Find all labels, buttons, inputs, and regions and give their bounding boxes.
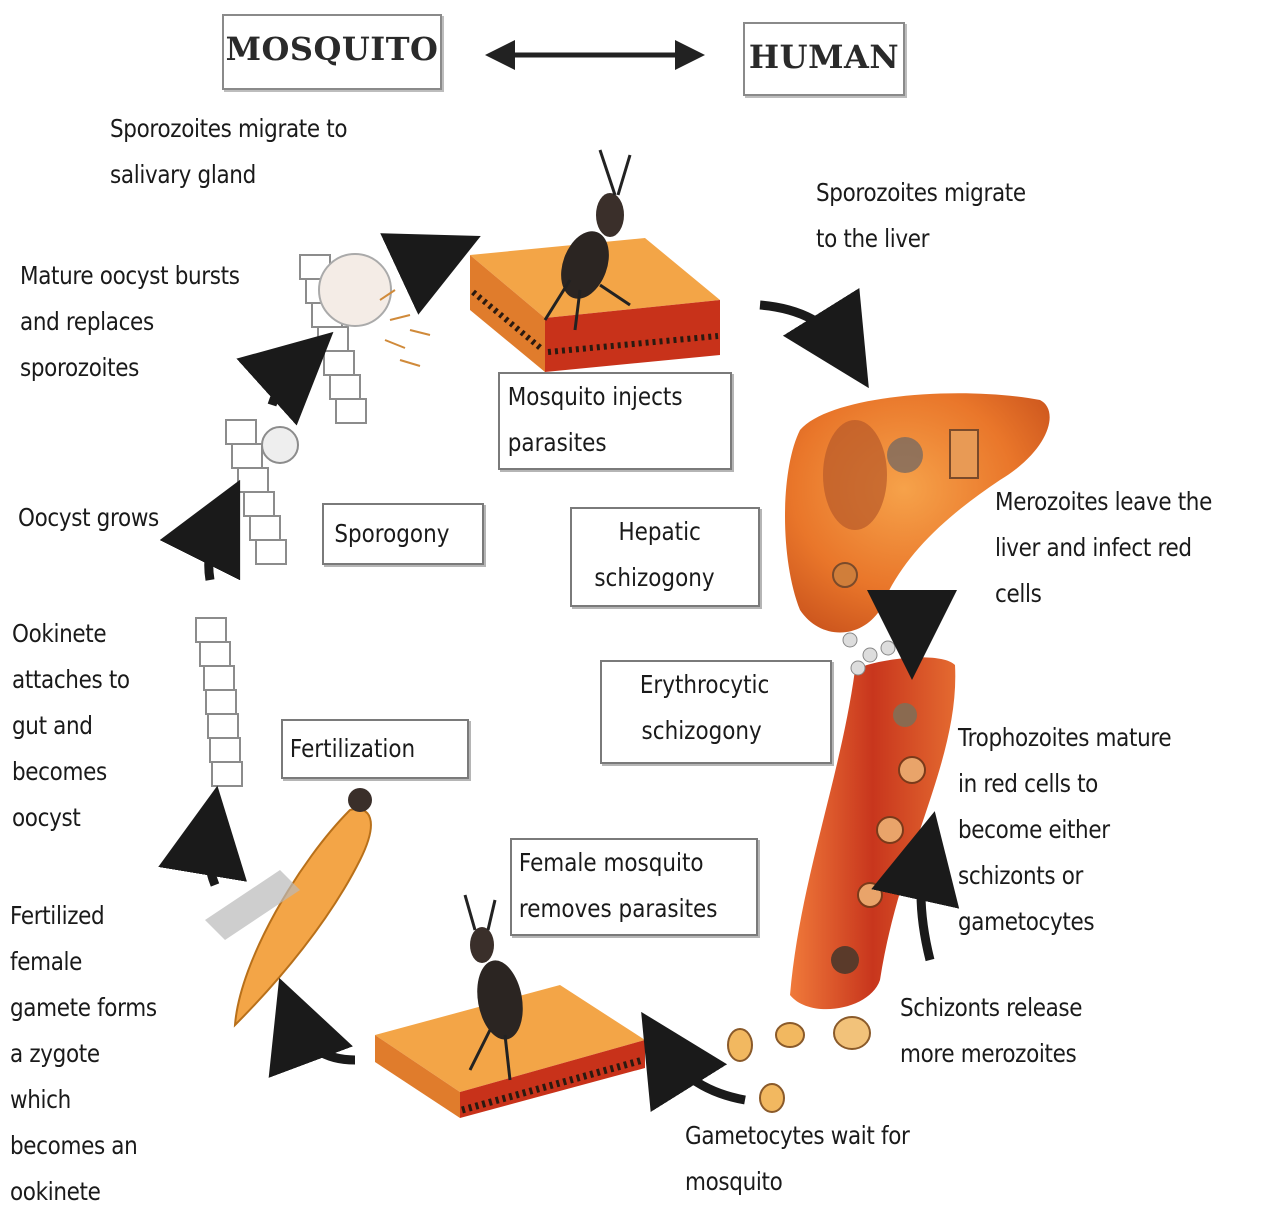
human-header: HUMAN (743, 22, 905, 96)
stage-hepatic-schizogony: Hepatic schizogony (570, 507, 760, 607)
fertilized-mosquito-illustration (205, 788, 372, 1025)
double-headed-arrow-icon (485, 40, 705, 70)
gametocyte-cells (728, 1017, 870, 1112)
stage-fertilization: Fertilization (281, 719, 469, 779)
gut-wall-cells-middle (226, 420, 298, 564)
gut-wall-cells-upper (300, 254, 391, 423)
gut-wall-cells-lower (196, 618, 242, 786)
female-mosquito-removes-box: Female mosquito removes parasites (510, 838, 758, 936)
stage-sporogony: Sporogony (322, 503, 484, 565)
stage-erythrocytic-schizogony: Erythrocytic schizogony (600, 660, 832, 764)
mosquito-injects-box: Mosquito injects parasites (498, 372, 732, 470)
mosquito-header: MOSQUITO (222, 14, 442, 90)
label-oocyst-grows: Oocyst grows (18, 495, 159, 541)
